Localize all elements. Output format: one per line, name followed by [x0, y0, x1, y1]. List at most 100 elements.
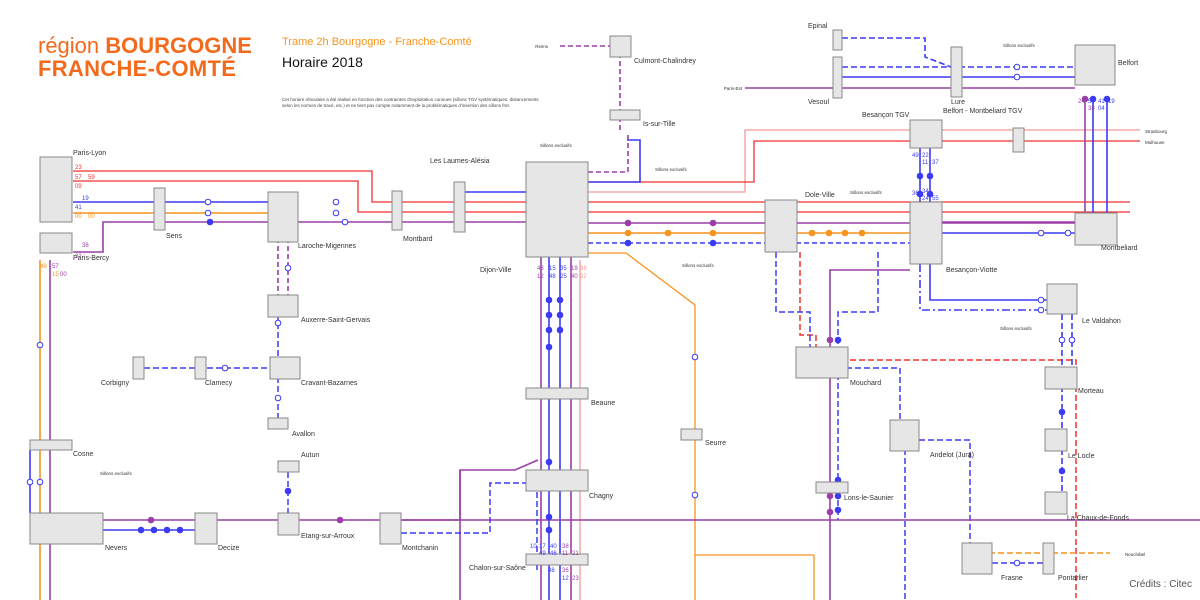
stop-marker — [624, 239, 632, 247]
crossing-marker — [204, 198, 212, 206]
station-box-seurre — [680, 428, 703, 441]
time-label-chalon: 49 — [539, 551, 546, 557]
crossing-marker — [691, 353, 699, 361]
destination-mulhouse: Mulhouse — [1145, 140, 1165, 145]
station-box-paris-lyon — [39, 156, 73, 223]
crossing-marker — [691, 491, 699, 499]
station-label-morteau: Morteau — [1078, 388, 1104, 395]
station-box-lons — [815, 481, 849, 494]
ter-line-viotte-valdahon-2 — [919, 264, 1047, 311]
stop-marker — [709, 239, 717, 247]
stop-marker — [1058, 408, 1066, 416]
stop-marker — [163, 526, 171, 534]
ter-line-dijon-is — [588, 139, 641, 183]
tgv-line-paris-dijon-2 — [73, 180, 526, 213]
station-box-epinal — [832, 29, 843, 51]
station-label-autun: Autun — [301, 452, 319, 459]
crossing-marker — [1013, 63, 1021, 71]
ter-line-epinal — [842, 37, 952, 68]
time-label-besancon_tgv: 11 — [922, 160, 929, 166]
crossing-marker — [36, 478, 44, 486]
crossing-marker — [332, 198, 340, 206]
time-label-dijon_down: 35 — [560, 266, 567, 272]
station-box-le-locle — [1044, 428, 1068, 452]
station-label-pontarlier: Pontarlier — [1058, 575, 1089, 582]
time-label-paris_lyon: 59 — [88, 175, 95, 181]
crossing-marker — [1037, 306, 1045, 314]
brand-bourgogne-text: BOURGOGNE — [105, 33, 252, 58]
station-box-mouchard — [795, 346, 849, 379]
stop-marker — [664, 229, 672, 237]
destination-strasbourg: Strasbourg — [1145, 129, 1168, 134]
stop-marker — [176, 526, 184, 534]
time-label-besancon_tgv: 22 — [922, 153, 929, 159]
time-label-belfort_down: 41 — [1098, 99, 1105, 105]
time-label-chalon: 21 — [572, 551, 579, 557]
ter-line-dijon-seurre — [588, 252, 696, 600]
stop-marker — [926, 172, 934, 180]
station-label-chalon: Chalon-sur-Saône — [469, 565, 526, 572]
station-label-le-locle: Le Locle — [1068, 453, 1095, 460]
station-label-lons: Lons-le-Saunier — [844, 495, 894, 502]
time-label-paris_bercy: 22 — [75, 254, 82, 260]
crossing-marker — [1068, 336, 1076, 344]
station-label-montbard: Montbard — [403, 236, 433, 243]
crossing-marker — [221, 364, 229, 372]
time-label-dijon_down: 40 — [571, 274, 578, 280]
ter-line-nevers-chagny — [103, 470, 461, 521]
station-label-belfort: Belfort — [1118, 60, 1138, 67]
time-label-paris_bercy: 49 — [40, 264, 47, 270]
station-box-auxerre — [267, 294, 299, 318]
stations-layer — [29, 29, 1118, 575]
station-label-laumes: Les Laumes-Alésia — [430, 158, 490, 165]
station-label-andelot: Andelot (Jura) — [930, 452, 974, 459]
stop-marker — [545, 311, 553, 319]
station-box-montbeliard — [1074, 212, 1118, 246]
ter-line-chagny-montchanin — [459, 459, 539, 600]
destination-neuchatel: Neuchâtel — [1125, 552, 1145, 557]
crossing-marker — [284, 264, 292, 272]
stop-marker — [284, 487, 292, 495]
destination-reims: Reims — [535, 44, 549, 49]
time-label-besancon_tgv: 34 — [922, 189, 929, 195]
time-label-paris_lyon: 41 — [75, 205, 82, 211]
annotation-sillons-exclusifs-6: Sillons exclusifs — [100, 471, 133, 476]
station-label-cravant: Cravant-Bazarnes — [301, 380, 358, 387]
stop-marker — [834, 492, 842, 500]
station-label-cosne: Cosne — [73, 451, 93, 458]
crossing-marker — [1013, 559, 1021, 567]
station-box-nevers — [29, 512, 104, 545]
time-label-chalon: 46 — [550, 551, 557, 557]
time-label-dijon_down: 48 — [537, 266, 544, 272]
annotation-sillons-exclusifs-3: Sillons exclusifs — [850, 190, 883, 195]
station-box-is-sur-tille — [609, 109, 641, 121]
station-box-dijon — [525, 161, 589, 258]
time-label-chalon: 36 — [562, 568, 569, 574]
tgv-line-paris-dijon-1 — [73, 170, 526, 203]
stop-marker — [545, 343, 553, 351]
crossing-marker — [204, 209, 212, 217]
station-box-decize — [194, 512, 218, 545]
station-box-frasne — [961, 542, 993, 575]
station-box-cravant — [269, 356, 301, 380]
stop-marker — [206, 218, 214, 226]
ter-line-montchanin-chagny — [401, 482, 537, 534]
station-label-belfort-tgv: Belfort - Montbeliard TGV — [943, 108, 1023, 115]
station-box-corbigny — [132, 356, 145, 380]
annotation-sillons-exclusifs-0: Sillons exclusifs — [540, 143, 573, 148]
station-box-vesoul — [832, 56, 843, 99]
station-label-dijon: Dijon-Ville — [480, 267, 511, 274]
time-label-besancon_tgv: 49 — [912, 153, 919, 159]
station-label-dole: Dole-Ville — [805, 192, 835, 199]
stop-marker — [1081, 95, 1089, 103]
time-label-chalon: 48 — [548, 568, 555, 574]
tgv-line-mulhouse — [588, 140, 1140, 183]
stop-marker — [826, 508, 834, 516]
station-label-chaux-de-fonds: La Chaux-de-Fonds — [1067, 515, 1129, 522]
time-label-paris_bercy: 57 — [52, 264, 59, 270]
station-box-laumes — [453, 181, 466, 233]
station-label-etang: Etang-sur-Arroux — [301, 533, 355, 540]
stop-marker — [147, 516, 155, 524]
stop-marker — [556, 296, 564, 304]
time-label-belfort_down: 38 — [1088, 106, 1095, 112]
